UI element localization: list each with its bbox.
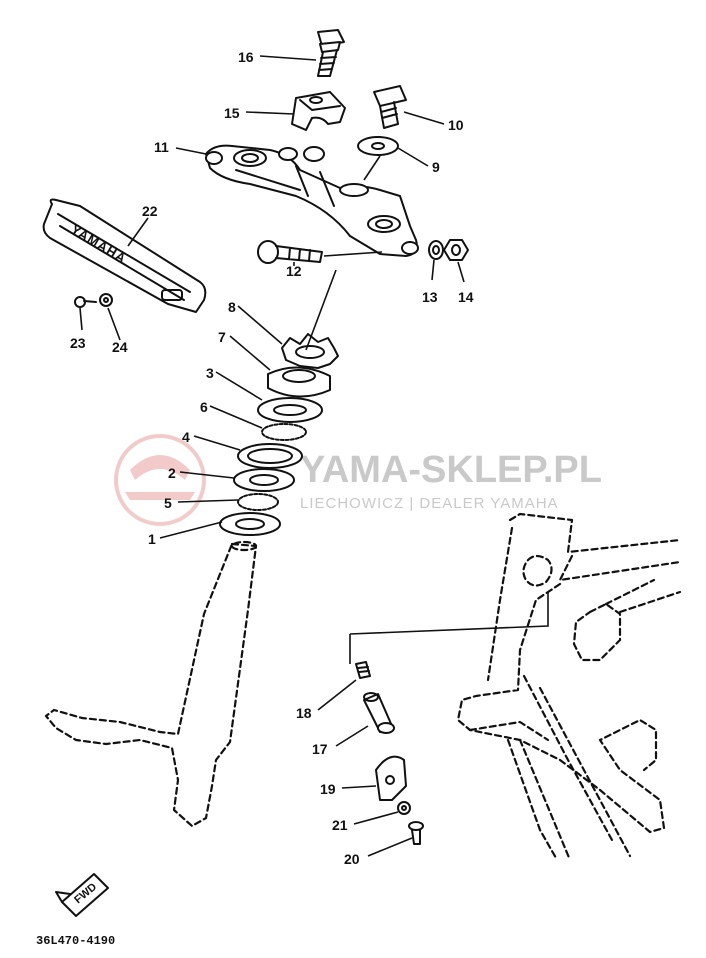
watermark-logo-icon (114, 434, 206, 526)
label-17: 17 (312, 741, 328, 757)
part-23-screw (74, 296, 97, 308)
label-19: 19 (320, 781, 336, 797)
label-15: 15 (224, 105, 240, 121)
part-13-spring-washer (428, 240, 444, 260)
label-24: 24 (112, 339, 128, 355)
label-16: 16 (238, 49, 254, 65)
label-21: 21 (332, 817, 348, 833)
part-3-race (257, 397, 323, 423)
label-1: 1 (148, 531, 156, 547)
part-17-lock-cylinder (363, 692, 395, 734)
fwd-arrow: FWD (55, 873, 109, 917)
part-10-bolt (373, 85, 407, 129)
label-4: 4 (182, 429, 190, 445)
part-22-emblem: YAMAHA (42, 198, 207, 313)
part-11-upper-bracket (205, 144, 419, 257)
part-5-ball-bearing (237, 493, 279, 511)
label-12: 12 (286, 263, 302, 279)
label-2: 2 (168, 465, 176, 481)
label-7: 7 (218, 329, 226, 345)
part-18-screw (355, 661, 371, 679)
label-14: 14 (458, 289, 474, 305)
watermark: YAMA-SKLEP.PL LIECHOWICZ | DEALER YAMAHA (114, 434, 602, 526)
part-16-bolt (317, 29, 345, 77)
label-22: 22 (142, 203, 158, 219)
part-labels: 16 15 10 11 9 22 12 13 14 23 24 8 7 3 6 … (70, 49, 474, 867)
part-9-washer (357, 136, 399, 156)
label-5: 5 (164, 495, 172, 511)
label-9: 9 (432, 159, 440, 175)
label-6: 6 (200, 399, 208, 415)
part-2-race (233, 468, 295, 492)
label-3: 3 (206, 365, 214, 381)
part-4-race (237, 443, 303, 469)
part-21-washer (397, 801, 411, 815)
part-20-rivet (408, 821, 424, 845)
label-18: 18 (296, 705, 312, 721)
watermark-subtitle: LIECHOWICZ | DEALER YAMAHA (300, 495, 559, 512)
part-12-pinch-bolt (257, 240, 323, 264)
assembly-lines (305, 155, 549, 664)
part-15-holder (291, 91, 346, 131)
part-19-lock-cover (375, 755, 407, 801)
label-23: 23 (70, 335, 86, 351)
part-14-nut (443, 239, 469, 261)
steering-stem (44, 540, 258, 828)
frame (456, 512, 682, 862)
part-7-cover (267, 366, 331, 398)
label-20: 20 (344, 851, 360, 867)
part-1-seal (219, 512, 281, 536)
catalog-code: 36L470-4190 (36, 934, 115, 948)
label-11: 11 (154, 139, 169, 155)
leader-lines (79, 55, 465, 857)
label-8: 8 (228, 299, 236, 315)
label-13: 13 (422, 289, 438, 305)
label-10: 10 (448, 117, 464, 133)
part-8-ring-nut (281, 333, 339, 369)
part-24-grommet (99, 293, 113, 307)
watermark-title: YAMA-SKLEP.PL (300, 449, 602, 491)
part-6-ball-bearing (261, 423, 307, 441)
